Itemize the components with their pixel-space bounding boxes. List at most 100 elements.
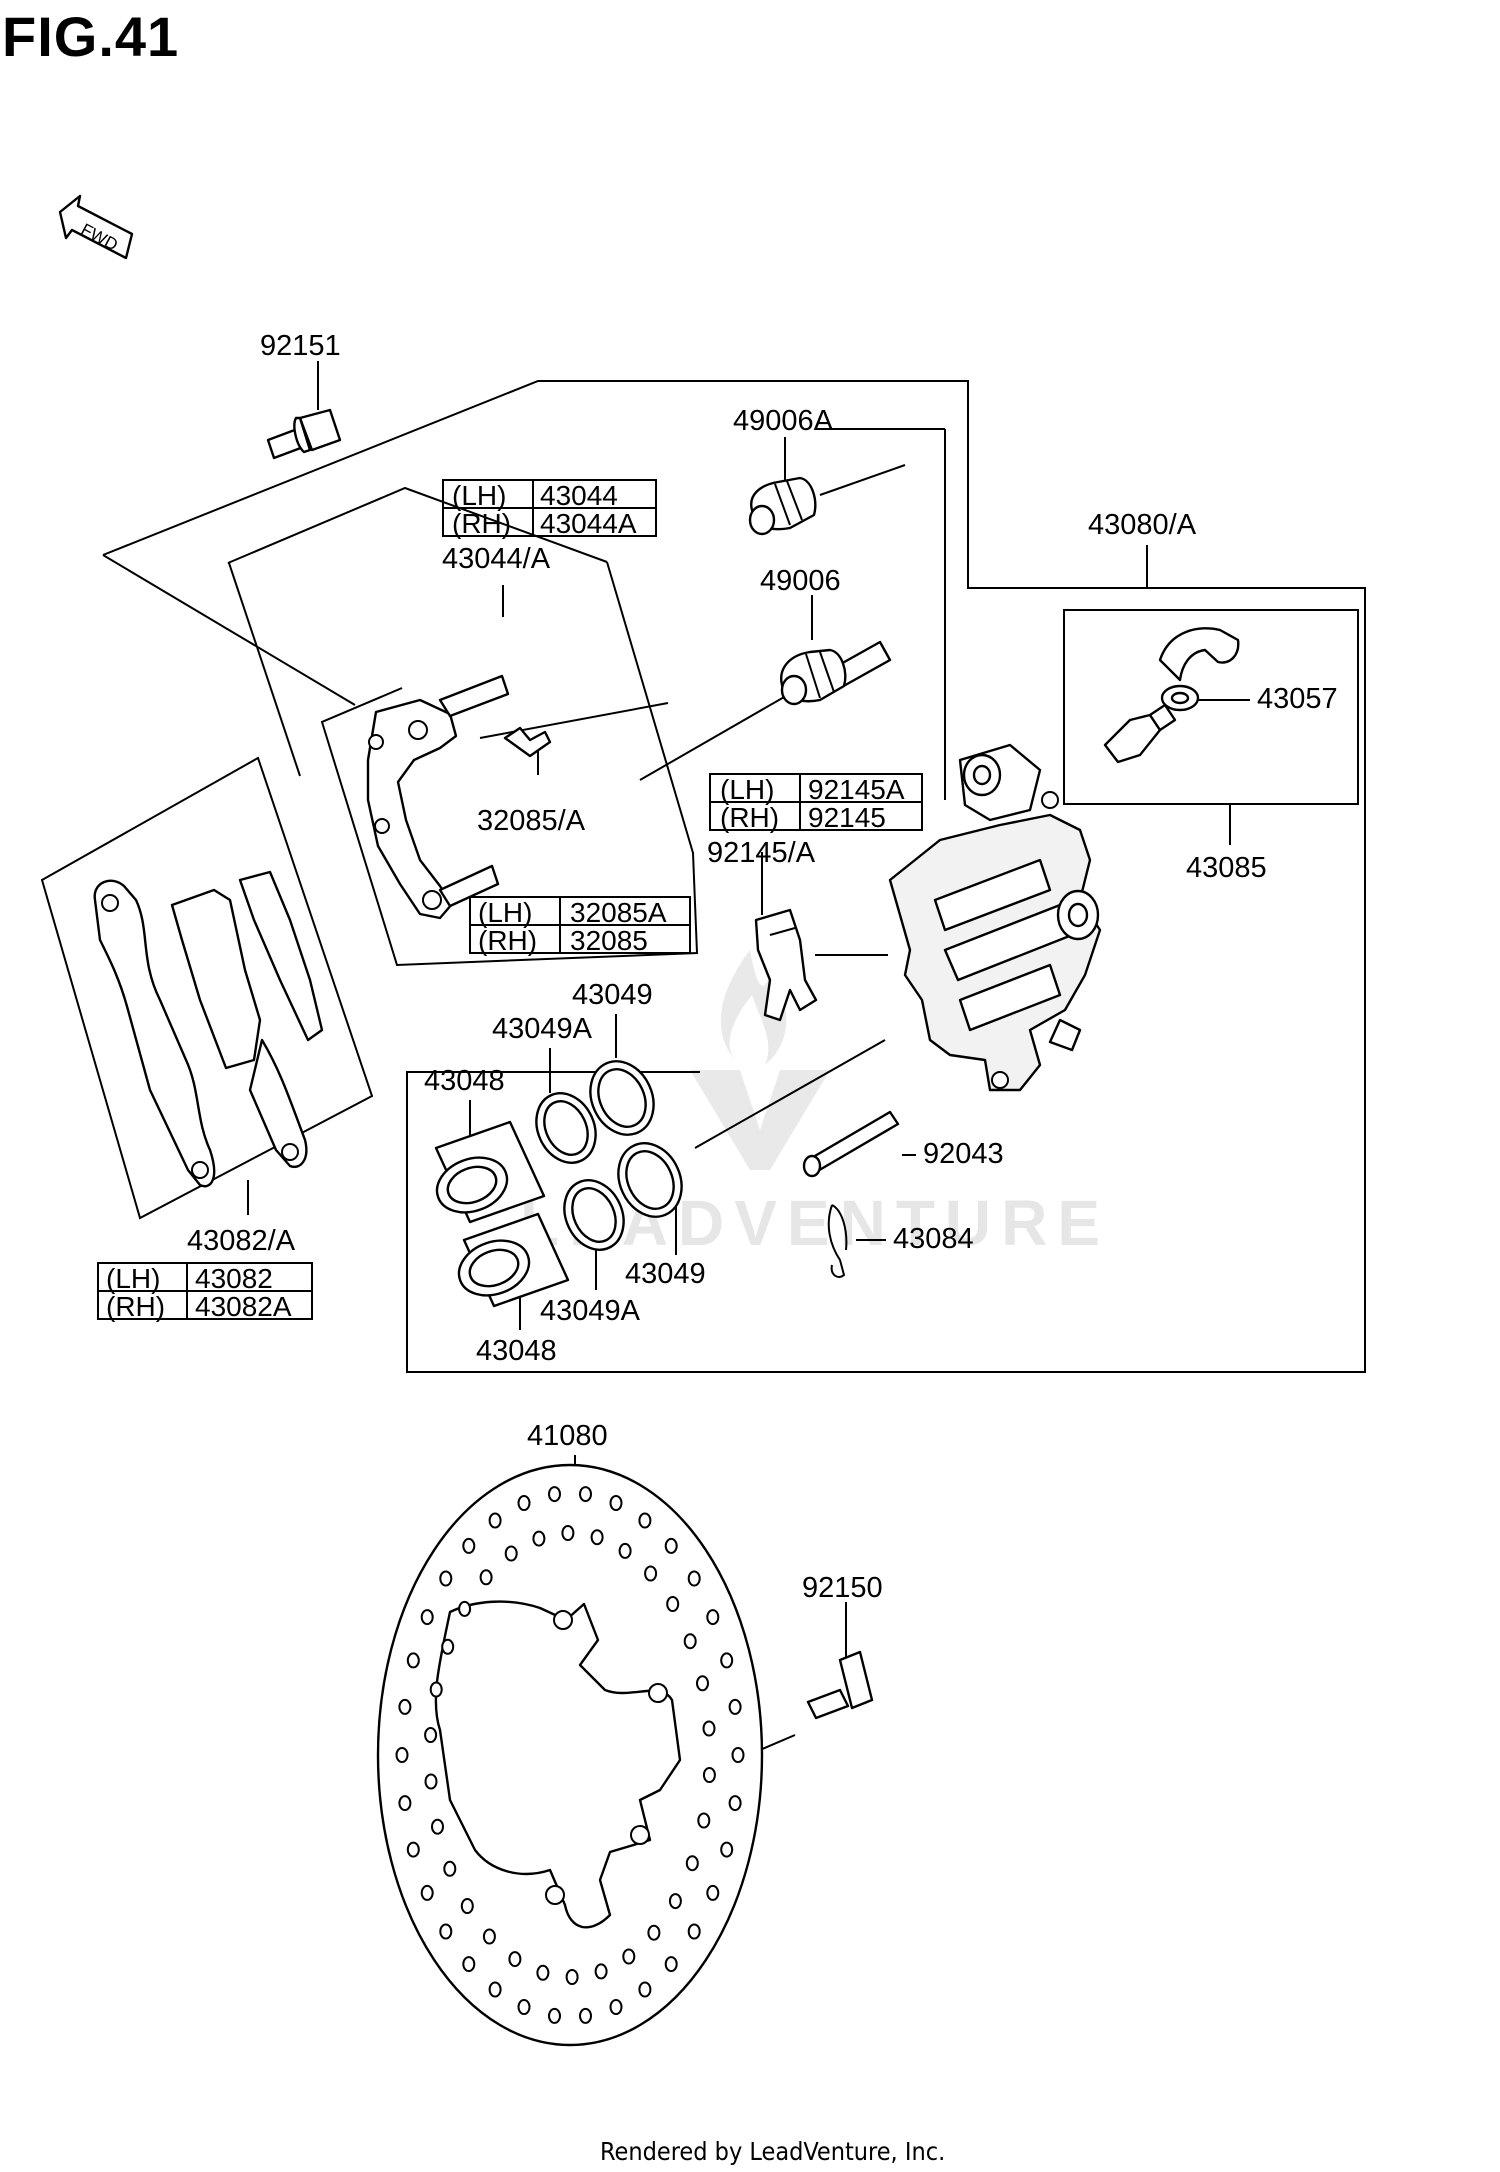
disc-hole: [398, 1795, 412, 1812]
disc-hole: [482, 1928, 496, 1945]
table-32085: (LH) 32085A (RH) 32085: [469, 896, 691, 956]
table-43044-side-rh: (RH): [452, 508, 511, 539]
bolt-92151-icon: [266, 408, 342, 460]
disc-hole: [638, 1981, 652, 1998]
disc-hole: [618, 1542, 632, 1559]
piston-seals-icon: [535, 1060, 683, 1251]
brake-pads-icon: [93, 870, 324, 1188]
label-43080a: 43080/A: [1088, 509, 1197, 541]
label-43044a: 43044/A: [442, 543, 551, 575]
bleeder-cap-43057-icon: [1158, 627, 1240, 712]
disc-hole: [517, 1999, 531, 2015]
disc-hole: [508, 1951, 522, 1968]
disc-hole: [706, 1884, 720, 1901]
brake-disc-41080-icon: [376, 1463, 764, 2047]
disc-hole: [666, 1596, 680, 1612]
watermark-v-icon: [690, 1070, 830, 1170]
label-43048-top: 43048: [424, 1065, 505, 1097]
disc-hole: [687, 1570, 701, 1587]
disc-hole: [479, 1569, 493, 1586]
table-43044-part-rh: 43044A: [540, 508, 637, 539]
disc-hole: [664, 1956, 678, 1973]
disc-hole: [728, 1698, 742, 1715]
table-92145: (LH) 92145A (RH) 92145: [709, 773, 923, 833]
table-43044-part-lh: 43044: [540, 480, 618, 511]
label-41080: 41080: [527, 1420, 608, 1452]
disc-hole: [687, 1923, 701, 1940]
disc-hole: [685, 1855, 699, 1872]
disc-hole: [460, 1898, 474, 1914]
spring-32085-icon: [503, 726, 552, 758]
disc-hole: [424, 1727, 438, 1743]
disc-hole: [609, 1495, 623, 1511]
disc-hole: [594, 1963, 608, 1980]
table-43082-part-lh: 43082: [195, 1263, 273, 1294]
footer-credit: Rendered by LeadVenture, Inc.: [600, 2137, 945, 2166]
label-43048-bottom: 43048: [476, 1335, 557, 1367]
slide-pin-49006-icon: [780, 640, 892, 706]
table-43082-part-rh: 43082A: [195, 1291, 292, 1322]
disc-hole: [439, 1923, 453, 1940]
disc-hole: [590, 1529, 604, 1546]
label-43049a-top: 43049A: [492, 1013, 593, 1045]
disc-hole: [462, 1956, 476, 1973]
disc-hole: [683, 1633, 697, 1650]
disc-hole: [398, 1698, 412, 1715]
disc-hole: [647, 1924, 661, 1941]
disc-hole: [548, 2007, 561, 2024]
disc-hole: [668, 1893, 682, 1910]
label-43049-top: 43049: [572, 979, 653, 1011]
disc-hole: [706, 1609, 720, 1626]
disc-hole: [532, 1530, 546, 1547]
disc-hole: [696, 1675, 709, 1692]
disc-hole: [720, 1841, 734, 1858]
disc-hole: [504, 1545, 518, 1562]
disc-hole: [644, 1565, 658, 1582]
disc-hole: [406, 1841, 420, 1858]
disc-hole: [731, 1747, 745, 1763]
disc-hole: [443, 1860, 457, 1877]
label-92043: 92043: [923, 1138, 1004, 1170]
bolt-92150-icon: [806, 1650, 874, 1720]
disc-hole: [395, 1747, 409, 1763]
disc-hole: [424, 1773, 438, 1790]
boot-49006a-icon: [748, 476, 817, 536]
table-32085-part-lh: 32085A: [570, 897, 667, 928]
disc-hole: [702, 1767, 716, 1783]
table-43082: (LH) 43082 (RH) 43082A: [97, 1262, 313, 1322]
disc-hole: [439, 1570, 453, 1587]
table-43044-side-lh: (LH): [452, 480, 506, 511]
disc-hole: [702, 1720, 716, 1737]
fwd-arrow-icon: FWD: [58, 194, 134, 260]
pad-spring-92145-icon: [754, 908, 818, 1022]
disc-hole: [579, 2007, 592, 2024]
disc-perforations: [395, 1486, 745, 2024]
disc-hole: [458, 1600, 472, 1617]
disc-hole: [609, 1999, 623, 2015]
label-43049-bottom: 43049: [625, 1258, 706, 1290]
bracket-43044-icon: [366, 674, 510, 920]
label-49006: 49006: [760, 565, 841, 597]
pad-assembly-outline: [40, 756, 374, 1220]
table-92145-part-lh: 92145A: [808, 774, 905, 805]
table-32085-side-rh: (RH): [478, 925, 537, 956]
piston-43048-bottom-icon: [457, 1212, 570, 1308]
disc-hole: [406, 1652, 420, 1669]
bleeder-assembly-outline: [1063, 609, 1359, 805]
disc-hole: [664, 1537, 678, 1554]
disc-hole: [565, 1969, 579, 1985]
caliper-assembly-outline: [102, 380, 1366, 1373]
label-92145a: 92145/A: [707, 837, 816, 869]
disc-hole: [561, 1525, 575, 1541]
label-92151: 92151: [260, 330, 341, 362]
disc-hole: [697, 1812, 711, 1829]
disc-hole: [638, 1512, 652, 1529]
label-32085a: 32085/A: [477, 805, 586, 837]
disc-hole: [536, 1964, 550, 1981]
figure-title: FIG.41: [2, 5, 180, 68]
table-92145-side-lh: (LH): [720, 774, 774, 805]
disc-hole: [420, 1609, 434, 1626]
disc-hole: [517, 1495, 531, 1511]
